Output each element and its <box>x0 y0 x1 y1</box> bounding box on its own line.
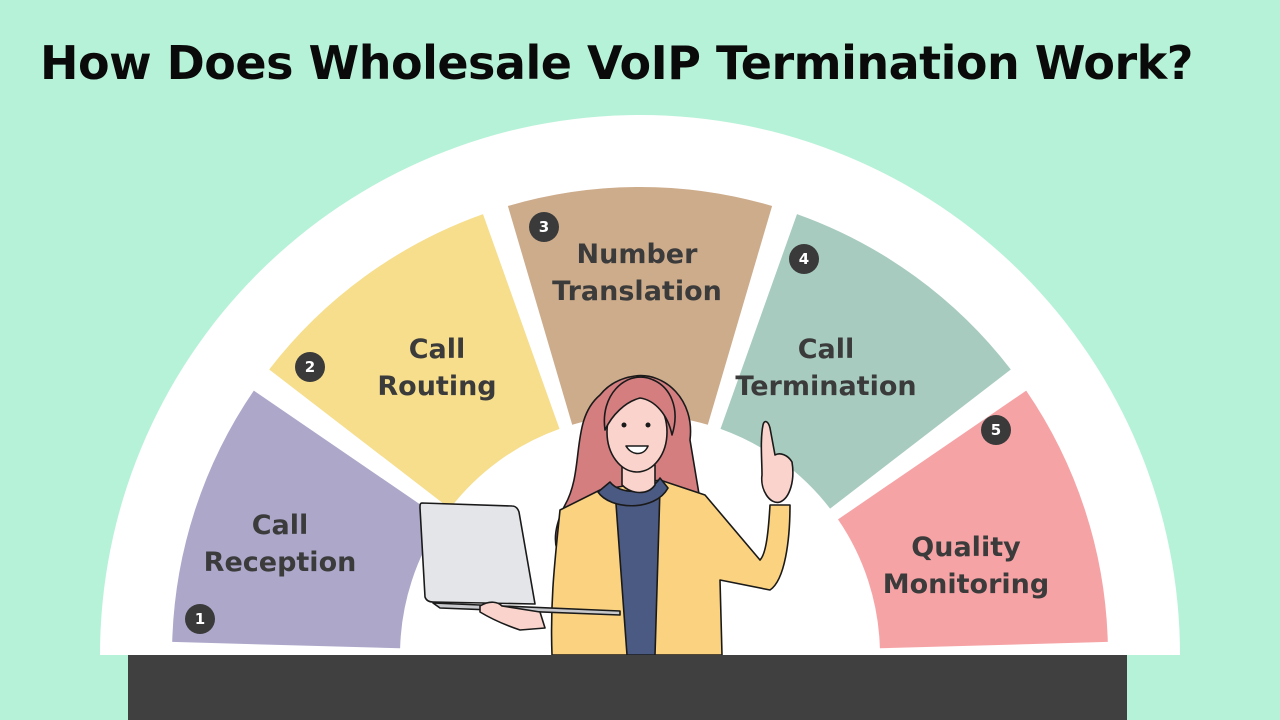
step-1-label: Call Reception <box>204 507 357 581</box>
step-2-label: Call Routing <box>377 331 496 405</box>
step-1-line1: Call <box>251 510 309 541</box>
segment-quality-monitoring <box>838 390 1108 649</box>
woman-illustration <box>419 374 794 656</box>
holding-hand <box>479 601 546 631</box>
segment-call-termination <box>720 214 1011 509</box>
step-4-badge: 4 <box>789 244 819 274</box>
step-3-line1: Number <box>576 239 698 270</box>
step-3-badge: 3 <box>529 212 559 242</box>
segment-call-routing <box>269 214 560 509</box>
step-4-label: Call Termination <box>735 331 916 405</box>
step-2-badge: 2 <box>295 352 325 382</box>
base-bar <box>128 655 1127 720</box>
step-5-badge: 5 <box>981 415 1011 445</box>
step-4-line2: Termination <box>735 371 917 402</box>
step-1-line2: Reception <box>203 547 357 578</box>
step-5-line2: Monitoring <box>882 569 1050 600</box>
step-1-badge: 1 <box>185 604 215 634</box>
page-title: How Does Wholesale VoIP Termination Work… <box>40 36 1193 90</box>
step-2-line1: Call <box>408 334 466 365</box>
laptop-screen <box>419 502 536 605</box>
step-5-line1: Quality <box>911 532 1021 563</box>
step-4-line1: Call <box>797 334 855 365</box>
step-5-label: Quality Monitoring <box>883 529 1049 603</box>
step-2-line2: Routing <box>377 371 497 402</box>
segment-call-reception <box>172 390 442 649</box>
step-3-line2: Translation <box>552 276 722 307</box>
segment-number-translation <box>507 186 773 425</box>
step-3-label: Number Translation <box>552 236 722 310</box>
raised-hand <box>760 420 794 504</box>
